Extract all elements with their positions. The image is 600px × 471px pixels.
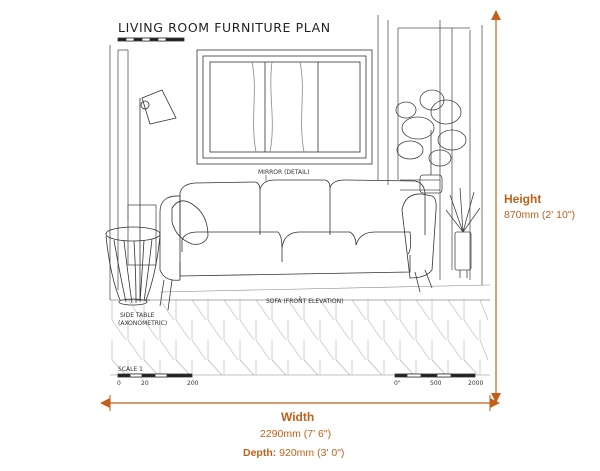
width-value: 2290mm (7' 6")	[260, 428, 332, 440]
scale-bar-left-graphic	[117, 373, 193, 378]
height-value: 870mm (2' 10")	[504, 209, 576, 221]
scale-tick-right-1: 500	[430, 380, 442, 387]
depth-value: 920mm (3' 0")	[276, 447, 345, 459]
height-dimension-line	[491, 10, 501, 403]
plan-title: LIVING ROOM FURNITURE PLAN	[118, 20, 331, 35]
scale-tick-right-0: 0"	[394, 380, 401, 387]
sofa-label: SOFA (FRONT ELEVATION)	[266, 298, 344, 305]
floor-hatch	[111, 299, 489, 376]
title-scale-bar	[117, 37, 185, 42]
mirror-illustration	[196, 49, 373, 165]
side-table-label-line2: (AXONOMETRIC)	[118, 320, 168, 327]
wall-panels	[109, 15, 483, 300]
scale-tick-left-0: 0	[117, 380, 121, 387]
width-dimension-line	[100, 395, 500, 411]
scale-tick-left-2: 200	[187, 380, 199, 387]
scale-bar-right-graphic	[394, 373, 476, 378]
mirror-label: MIRROR (DETAIL)	[258, 169, 310, 176]
scale-bar-title: SCALE 1	[118, 366, 143, 373]
scale-tick-left-1: 20	[141, 380, 149, 387]
plant-illustration	[395, 89, 481, 278]
sofa-illustration	[159, 179, 437, 311]
depth-label: Depth:	[243, 447, 277, 459]
depth-dimension: Depth: 920mm (3' 0")	[243, 447, 344, 459]
side-table-label-line1: SIDE TABLE	[120, 312, 155, 319]
side-table-illustration	[105, 226, 161, 306]
height-label: Height	[504, 192, 542, 206]
width-label: Width	[281, 410, 315, 424]
scale-tick-right-2: 2000	[468, 380, 484, 387]
